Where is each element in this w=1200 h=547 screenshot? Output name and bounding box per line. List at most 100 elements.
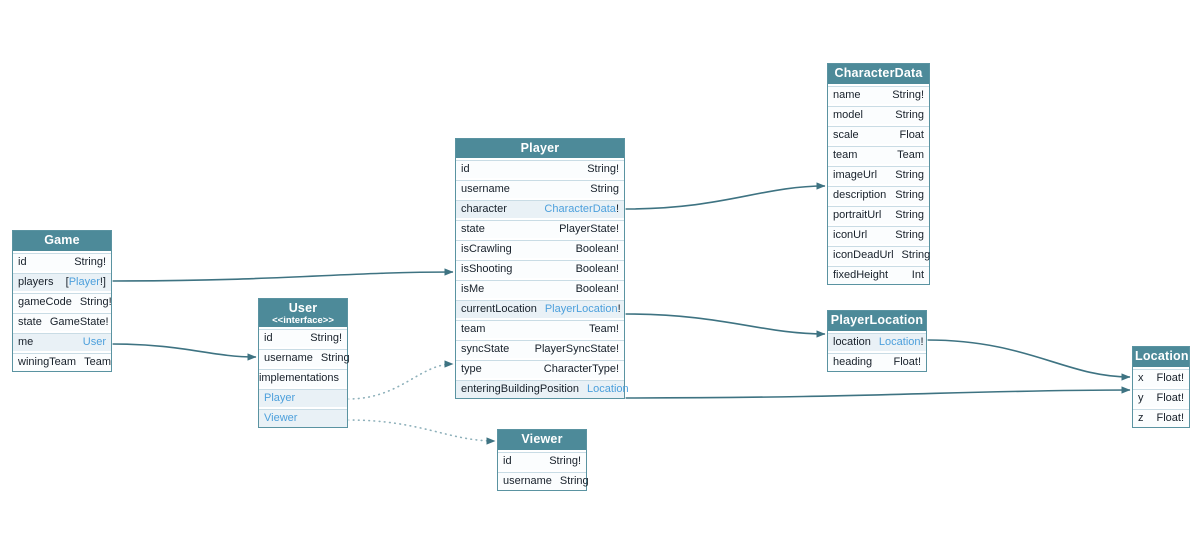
field-row-user-Viewer[interactable]: Viewer [259, 407, 347, 427]
type-link-Player[interactable]: Player [68, 276, 100, 288]
field-name: gameCode [18, 296, 72, 308]
entity-header-playerlocation[interactable]: PlayerLocation [828, 311, 926, 331]
entity-title: Viewer [521, 432, 563, 446]
field-row-user-implementations[interactable]: implementations [259, 367, 347, 387]
field-name: me [18, 336, 34, 348]
field-name: portraitUrl [833, 209, 882, 221]
implementation-link[interactable]: Player [264, 392, 296, 404]
field-name: syncState [461, 343, 510, 355]
entity-header-location[interactable]: Location [1133, 347, 1189, 367]
entity-title: CharacterData [834, 66, 923, 80]
edge-player-currentlocation-to-playerlocation [624, 313, 826, 338]
type-link-Location[interactable]: Location [878, 336, 921, 348]
entity-header-characterdata[interactable]: CharacterData [828, 64, 929, 84]
field-type[interactable]: Location [587, 383, 629, 395]
field-name: state [18, 316, 42, 328]
type-link-User[interactable]: User [82, 336, 106, 348]
field-type: Team [897, 149, 924, 161]
field-type: String [895, 229, 924, 241]
field-name: team [833, 149, 858, 161]
field-name: username [503, 475, 552, 487]
type-link-CharacterData[interactable]: CharacterData [544, 203, 616, 215]
field-type[interactable]: PlayerLocation! [544, 303, 621, 315]
entity-header-game[interactable]: Game [13, 231, 111, 251]
type-link-PlayerLocation[interactable]: PlayerLocation [544, 303, 618, 315]
field-type: Int [911, 269, 924, 281]
field-type: String! [310, 332, 342, 344]
field-row-user-Player[interactable]: Player [259, 387, 347, 407]
edge-game-players-to-player [111, 268, 454, 282]
field-row-characterdata-imageUrl[interactable]: imageUrl String [828, 164, 929, 184]
implementation-link[interactable]: Viewer [264, 412, 298, 424]
field-type: String [895, 169, 924, 181]
entity-header-user[interactable]: User<<interface>> [259, 299, 347, 327]
field-name: imageUrl [833, 169, 878, 181]
field-name: x [1138, 372, 1144, 384]
field-name: id [264, 332, 273, 344]
field-type[interactable]: Location! [878, 336, 924, 348]
field-type[interactable]: User [83, 336, 106, 348]
field-name: id [503, 455, 512, 467]
field-row-game-gameCode[interactable]: gameCode String! [13, 291, 112, 311]
field-row-game-players[interactable]: players[Player!] [13, 271, 111, 291]
field-type: String! [549, 455, 581, 467]
field-name: z [1138, 412, 1144, 424]
field-row-user-id[interactable]: id String! [259, 327, 347, 347]
field-type: Float! [1156, 372, 1184, 384]
entity-header-viewer[interactable]: Viewer [498, 430, 586, 450]
field-row-characterdata-team[interactable]: team Team [828, 144, 929, 164]
field-row-location-x[interactable]: x Float! [1133, 367, 1189, 387]
field-type: Float! [1156, 412, 1184, 424]
edge-player-enteringbuildingposition-to-location [624, 386, 1131, 399]
field-type[interactable]: [Player!] [65, 276, 106, 288]
field-type: Team [84, 356, 111, 368]
field-row-viewer-id[interactable]: id String! [498, 450, 586, 470]
field-name: username [461, 183, 510, 195]
edge-player-character-to-characterdata [624, 182, 826, 210]
type-link-Location[interactable]: Location [587, 383, 629, 395]
field-type[interactable]: CharacterData! [544, 203, 619, 215]
field-type: String! [79, 296, 112, 308]
field-row-game-me[interactable]: me User [13, 331, 111, 351]
field-row-location-z[interactable]: z Float! [1133, 407, 1189, 427]
field-type: String [895, 189, 924, 201]
entity-header-player[interactable]: Player [456, 139, 624, 158]
